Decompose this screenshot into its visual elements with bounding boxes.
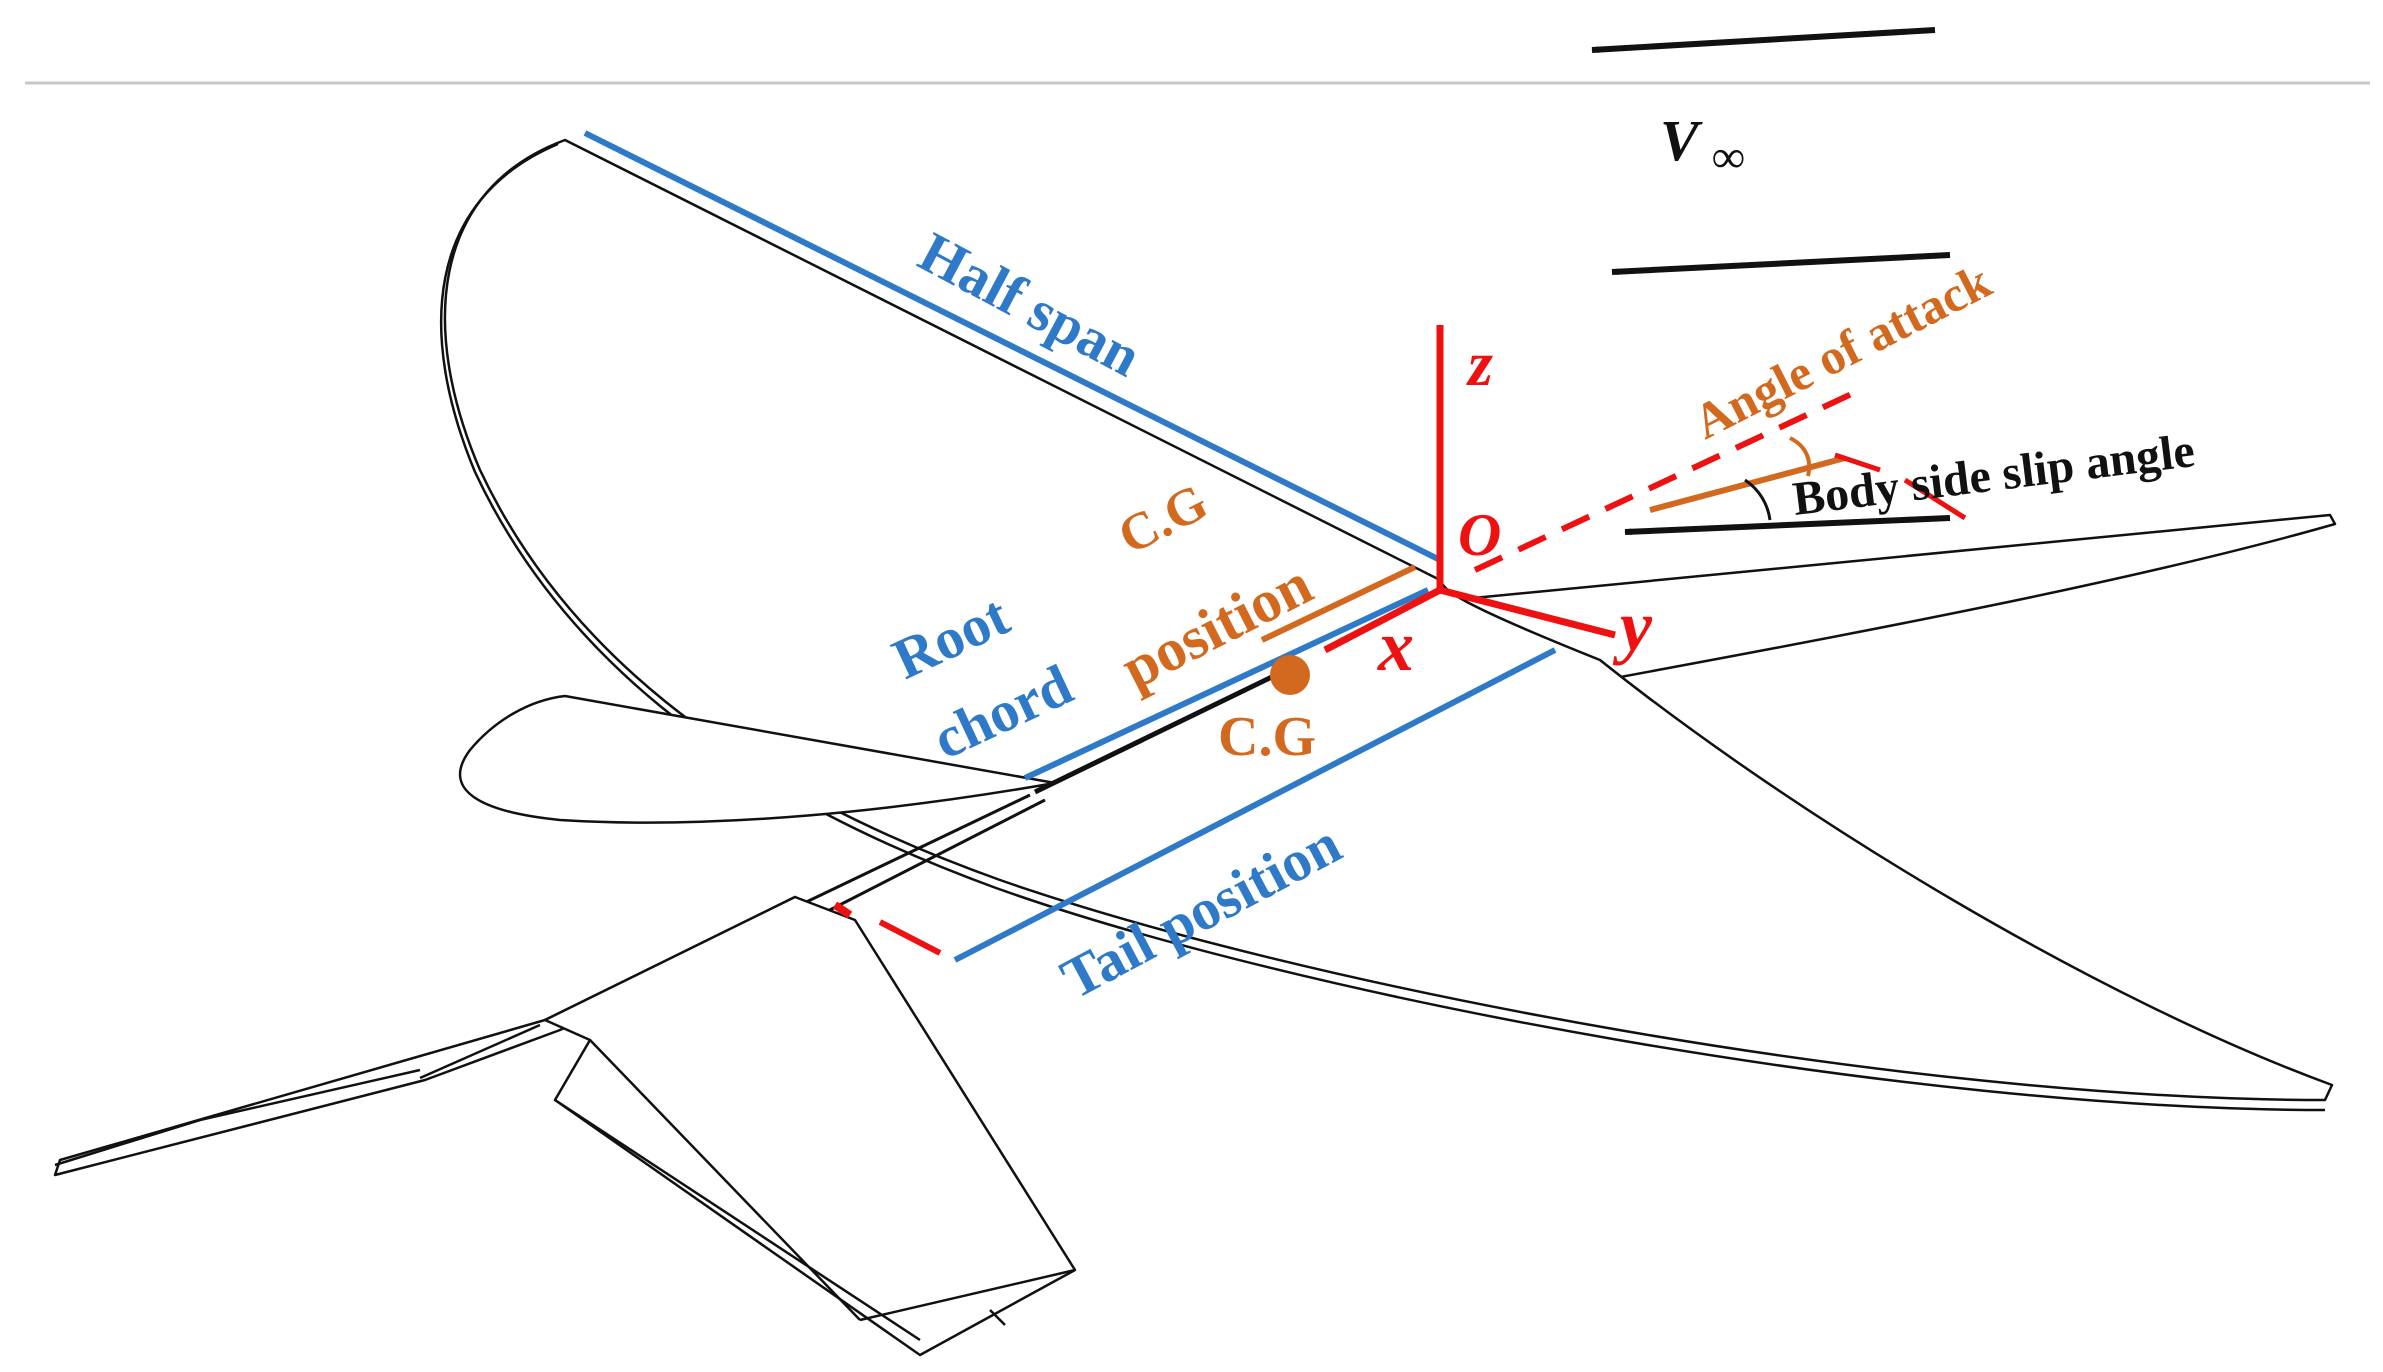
tail-position-arrow [953,647,1557,963]
half-span-arrow [583,130,1442,563]
angle-of-attack-label: Angle of attack [1685,252,2000,450]
cg-point-label: C.G [1218,706,1316,768]
freestream-velocity-label: V [1660,108,1703,173]
origin-label: O [1458,502,1501,568]
x-axis-arrow [1323,586,1442,654]
tail-plane-left [458,694,1057,824]
freestream-arrow-sideslip [1624,515,1951,536]
angle-of-attack-vector [1649,455,1846,513]
cg-position-arrow [1260,564,1417,643]
near-wing-edge [439,142,2326,1112]
x-axis-label: x [1377,606,1414,686]
body-side-slip-angle-label: Body side slip angle [1790,424,2198,526]
cg-point [1270,655,1310,695]
angle-of-attack-brace [1789,436,1812,477]
y-axis-arrow [1439,586,1616,639]
freestream-infinity-symbol: ∞ [1712,131,1745,182]
tail-position-red-tick [878,919,942,956]
sideslip-angle-red-marks [1834,452,1967,521]
glider-outline [53,138,2337,1357]
vertical-fin-detail [554,1039,1076,1342]
freestream-arrow-middle [1611,252,1951,276]
fin-red-tick [832,901,853,919]
vertical-fin [543,895,1077,1357]
body-axis-dashed-line [1473,387,1862,573]
elevator-left-detail [54,1023,541,1167]
sideslip-angle-arc [1744,478,1772,521]
z-axis-label: z [1466,328,1493,399]
freestream-arrow-top [1591,27,1936,54]
